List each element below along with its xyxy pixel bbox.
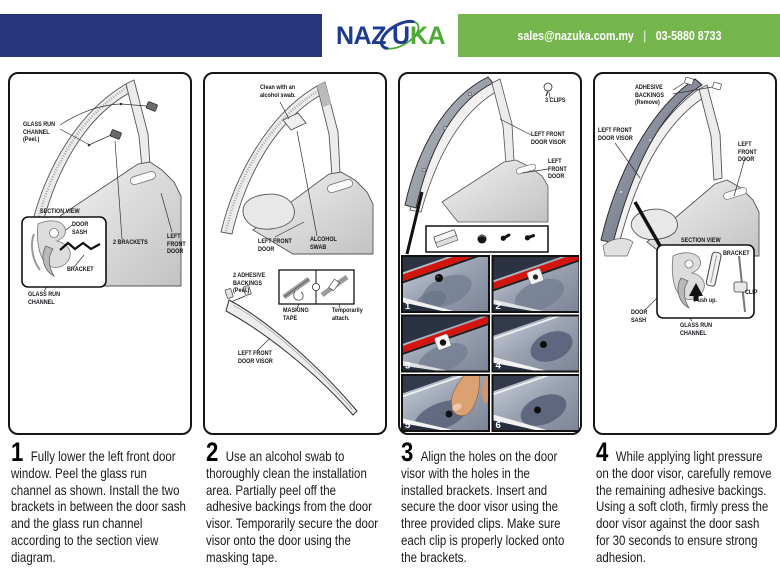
- label-bracket: BRACKET: [723, 250, 750, 257]
- contact-info: sales@nazuka.com.my | 03-5880 8733: [517, 28, 721, 43]
- label-door-sash: DOOR SASH: [72, 221, 89, 236]
- photo-number-5: 5: [405, 420, 411, 431]
- label-section-view: SECTION VIEW: [40, 208, 80, 215]
- label-clean-swab: Clean with an alcohol swab.: [260, 84, 296, 99]
- step-number-3: 3: [401, 437, 414, 467]
- panel-step-2: Clean with an alcohol swab. LEFT FRONT D…: [203, 72, 387, 435]
- label-masking-tape: MASKING TAPE: [283, 307, 309, 322]
- photo-number-6: 6: [496, 420, 501, 431]
- photo-number-4: 4: [496, 361, 502, 372]
- installation-photos: 1 2: [401, 255, 579, 432]
- label-left-front-door-visor: LEFT FRONT DOOR VISOR: [598, 127, 633, 142]
- header-blue-bar: [0, 14, 322, 57]
- panel-step-3: 1 2: [398, 72, 582, 435]
- label-adhesive-backings-remove: ADHESIVE BACKINGS (Remove): [635, 84, 665, 107]
- step-number-1: 1: [11, 437, 24, 467]
- label-two-brackets: 2 BRACKETS: [113, 239, 148, 246]
- step-number-4: 4: [596, 437, 609, 467]
- contact-phone: 03-5880 8733: [655, 28, 722, 43]
- label-glass-run-channel: GLASS RUN CHANNEL: [680, 322, 713, 337]
- label-left-front-door: LEFT FRONT DOOR: [167, 233, 186, 256]
- label-section-view: SECTION VIEW: [681, 237, 721, 244]
- label-three-clips: 3 CLIPS: [545, 97, 566, 104]
- logo-text-u: U: [392, 22, 410, 50]
- label-glass-run-channel: GLASS RUN CHANNEL: [28, 291, 61, 306]
- step-number-2: 2: [206, 437, 219, 467]
- label-adhesive-backings: 2 ADHESIVE BACKINGS (Peel.): [233, 272, 266, 295]
- label-alcohol-swab: ALCOHOL SWAB: [310, 236, 337, 251]
- step-text-4: While applying light pressure on the doo…: [596, 448, 772, 565]
- step2-diagram: [220, 81, 374, 416]
- photo-number-1: 1: [405, 301, 411, 312]
- step4-diagram: [600, 76, 760, 322]
- step3-diagram: 1 2: [401, 76, 579, 432]
- label-left-front-door-visor: LEFT FRONT DOOR VISOR: [531, 131, 566, 146]
- label-clip: CLIP: [745, 289, 758, 296]
- panel-step-4: ADHESIVE BACKINGS (Remove) LEFT FRONT DO…: [593, 72, 777, 435]
- step-text-3: Align the holes on the door visor with t…: [401, 448, 565, 565]
- label-push-up: Push up.: [694, 297, 717, 304]
- panel-step-1: GLASS RUN CHANNEL (Peel.) SECTION VIEW D…: [8, 72, 192, 435]
- nazuka-logo: NAZ U KA: [334, 14, 458, 57]
- contact-email: sales@nazuka.com.my: [516, 28, 634, 43]
- logo-text-naz: NAZ: [336, 22, 386, 50]
- photo-number-2: 2: [496, 301, 501, 312]
- step1-diagram: [21, 79, 182, 292]
- label-door-sash: DOOR SASH: [631, 309, 648, 324]
- logo-text-ka: KA: [410, 22, 446, 50]
- label-left-front-door: LEFT FRONT DOOR: [258, 238, 292, 253]
- contact-separator: |: [642, 28, 646, 43]
- label-left-front-door: LEFT FRONT DOOR: [548, 158, 567, 181]
- header-contact-bar: sales@nazuka.com.my | 03-5880 8733: [458, 14, 780, 57]
- label-left-front-door: LEFT FRONT DOOR: [738, 141, 757, 164]
- step-text-2: Use an alcohol swab to thoroughly clean …: [206, 448, 379, 565]
- nazuka-logo-graphic: NAZ U KA: [336, 19, 446, 50]
- label-glass-run-channel-peel: GLASS RUN CHANNEL (Peel.): [23, 121, 56, 144]
- label-temporarily-attach: Temporarily attach.: [332, 307, 363, 322]
- step-text-1: Fully lower the left front door window. …: [11, 448, 186, 565]
- label-bracket: BRACKET: [67, 266, 94, 273]
- photo-number-3: 3: [405, 361, 410, 372]
- label-left-front-door-visor: LEFT FRONT DOOR VISOR: [238, 350, 273, 365]
